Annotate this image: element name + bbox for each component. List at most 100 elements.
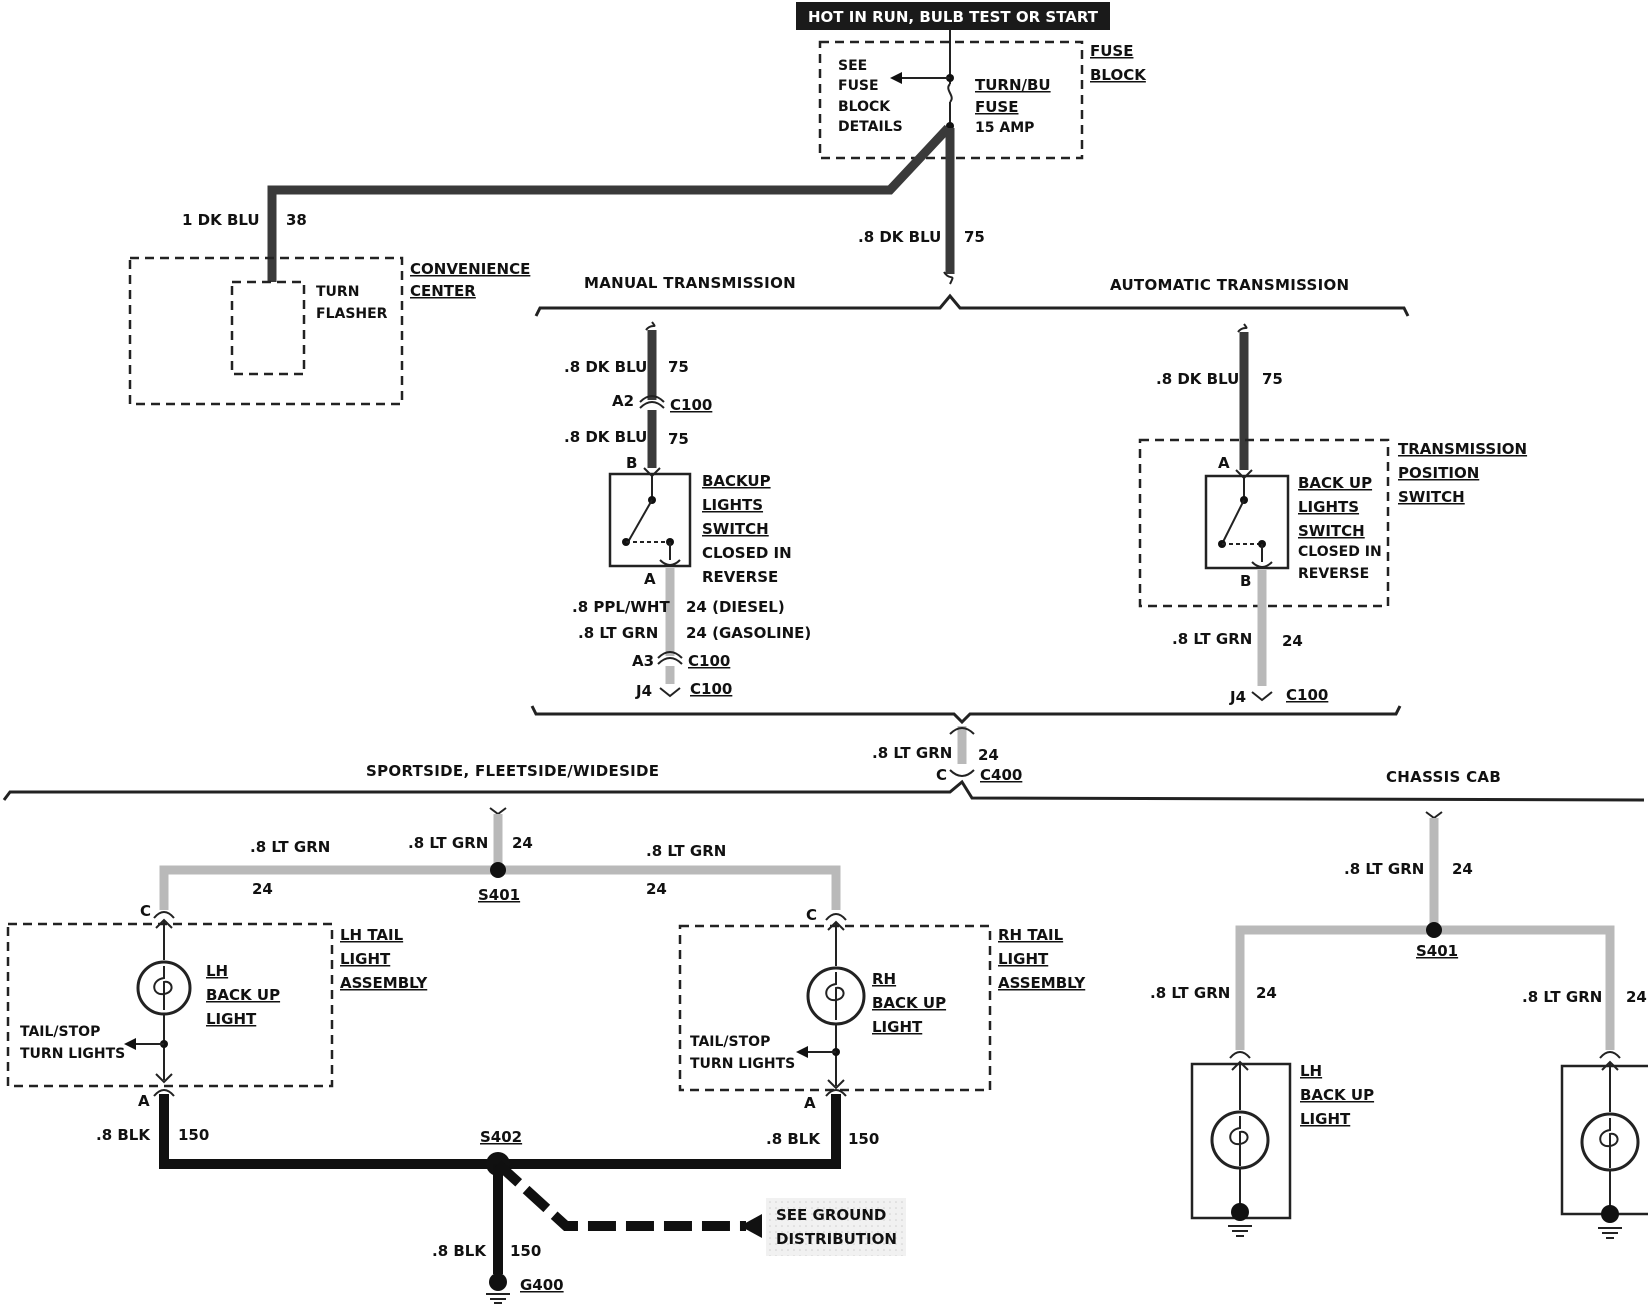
rh-assembly-2: LIGHT — [998, 950, 1049, 968]
s401-splice-dot — [490, 862, 506, 878]
lh-gnd-label: .8 BLK — [96, 1126, 151, 1144]
manual-w3-num: 24 (DIESEL) — [686, 598, 785, 616]
main-feed-num: 75 — [964, 228, 985, 246]
manual-pin-top: B — [626, 454, 637, 472]
chassis-s401-dot — [1426, 922, 1442, 938]
manual-switch-box — [608, 472, 692, 568]
manual-conn2-pin: A3 — [632, 652, 654, 670]
auto-pin-bot: B — [1240, 572, 1251, 590]
rh-bulb-3: LIGHT — [872, 1018, 923, 1036]
see-ground-2: DISTRIBUTION — [776, 1230, 897, 1248]
sportside-heading: SPORTSIDE, FLEETSIDE/WIDESIDE — [366, 762, 659, 780]
manual-conn1: C100 — [670, 396, 712, 414]
see-ground-wire — [494, 1160, 746, 1231]
lh-gnd-num: 150 — [178, 1126, 209, 1144]
chassis-top-label: .8 LT GRN — [1344, 860, 1424, 878]
flasher-label-2: FLASHER — [316, 306, 388, 322]
auto-pin-top: A — [1218, 454, 1230, 472]
manual-switch-1: BACKUP — [702, 472, 771, 490]
wire-38-num: 38 — [286, 211, 307, 229]
fuse-rating: 15 AMP — [975, 120, 1034, 136]
chassis-rh-bulb — [1580, 1051, 1640, 1239]
chassis-heading: CHASSIS CAB — [1386, 768, 1501, 786]
flasher-label-1: TURN — [316, 284, 359, 300]
rh-tail-2: TURN LIGHTS — [690, 1056, 795, 1072]
c400-label: .8 LT GRN — [872, 744, 952, 762]
manual-w3-label: .8 PPL/WHT — [572, 598, 670, 616]
tps-3: SWITCH — [1398, 488, 1465, 506]
auto-w1-label: .8 DK BLU — [1156, 370, 1239, 388]
banner-box — [796, 2, 1110, 30]
lh-assembly-3: ASSEMBLY — [340, 974, 428, 992]
c400-num: 24 — [978, 746, 999, 764]
fuse-details-1: SEE — [838, 58, 867, 74]
manual-conn2: C100 — [688, 652, 730, 670]
transmission-join-bracket — [530, 705, 1402, 725]
sport-left-label: .8 LT GRN — [250, 838, 330, 856]
chassis-lh-bulb-2: BACK UP — [1300, 1086, 1374, 1104]
manual-w2-num: 75 — [668, 430, 689, 448]
chassis-rh-num: 24 — [1626, 988, 1647, 1006]
auto-w1-num: 75 — [1262, 370, 1283, 388]
manual-conn3-pin: J4 — [635, 682, 652, 700]
rh-bulb-1: RH — [872, 970, 896, 988]
sport-left-num: 24 — [252, 880, 273, 898]
see-ground-1: SEE GROUND — [776, 1206, 886, 1224]
sport-center-num: 24 — [512, 834, 533, 852]
rh-gnd-num: 150 — [848, 1130, 879, 1148]
gnd-label: .8 BLK — [432, 1242, 487, 1260]
turn-flasher-box — [230, 280, 306, 376]
body-bracket — [2, 779, 1645, 802]
convenience-center-box — [128, 256, 404, 406]
chassis-lh-bulb — [1210, 1051, 1270, 1237]
manual-w1-num: 75 — [668, 358, 689, 376]
fuse-name-1: TURN/BU — [975, 76, 1051, 94]
fuse-block-title-1: FUSE — [1090, 42, 1133, 60]
auto-switch-symbol — [1218, 469, 1273, 568]
sport-right-num: 24 — [646, 880, 667, 898]
tps-2: POSITION — [1398, 464, 1479, 482]
rh-backup-bulb — [796, 913, 866, 1090]
lh-bulb-1: LH — [206, 962, 228, 980]
auto-conn: C100 — [1286, 686, 1328, 704]
rh-gnd-label: .8 BLK — [766, 1130, 821, 1148]
sport-splice2: S402 — [480, 1128, 522, 1146]
lh-tail-assembly-box — [6, 922, 334, 1088]
manual-pin-bot: A — [644, 570, 656, 588]
auto-switch-1: BACK UP — [1298, 474, 1372, 492]
manual-switch-3: SWITCH — [702, 520, 769, 538]
manual-switch-5: REVERSE — [702, 568, 778, 586]
manual-switch-4: CLOSED IN — [702, 544, 792, 562]
auto-w2-label: .8 LT GRN — [1172, 630, 1252, 648]
g400-ground-symbol — [486, 1273, 510, 1304]
fuse-details-2: FUSE — [838, 78, 879, 94]
auto-switch-5: REVERSE — [1298, 566, 1369, 582]
lh-pin-bot: A — [138, 1092, 150, 1110]
fuse-name-2: FUSE — [975, 98, 1018, 116]
lh-assembly-2: LIGHT — [340, 950, 391, 968]
chassis-lh-bulb-3: LIGHT — [1300, 1110, 1351, 1128]
chassis-rh-label: .8 LT GRN — [1522, 988, 1602, 1006]
rh-pin-top: C — [806, 906, 817, 924]
wire-38-label: 1 DK BLU — [182, 211, 260, 229]
auto-switch-box — [1204, 474, 1290, 570]
fuse-block-box — [818, 40, 1084, 160]
sport-splice: S401 — [478, 886, 520, 904]
rh-pin-bot: A — [804, 1094, 816, 1112]
wire-38 — [267, 124, 952, 282]
c400-conn: C400 — [980, 766, 1022, 784]
auto-switch-4: CLOSED IN — [1298, 544, 1382, 560]
automatic-heading: AUTOMATIC TRANSMISSION — [1110, 276, 1349, 294]
lh-tail-2: TURN LIGHTS — [20, 1046, 125, 1062]
manual-w1-label: .8 DK BLU — [564, 358, 647, 376]
rh-bulb-2: BACK UP — [872, 994, 946, 1012]
fuse-details-3: BLOCK — [838, 99, 891, 115]
tps-1: TRANSMISSION — [1398, 440, 1527, 458]
auto-w2-num: 24 — [1282, 632, 1303, 650]
rh-assembly-3: ASSEMBLY — [998, 974, 1086, 992]
rh-assembly-1: RH TAIL — [998, 926, 1064, 944]
fuse-symbol — [890, 30, 954, 130]
convenience-title-2: CENTER — [410, 282, 476, 300]
manual-c100-a2-upper — [639, 401, 665, 409]
